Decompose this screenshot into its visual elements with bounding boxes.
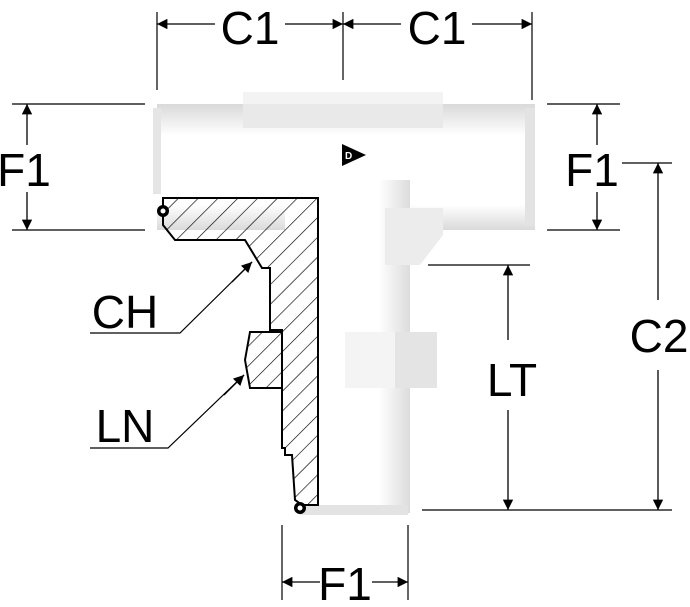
bottom-end-face — [300, 505, 408, 515]
hatched-wall — [162, 197, 319, 506]
dunlop-d-logo: D — [342, 144, 366, 166]
f1-bottom-label: F1 — [318, 558, 372, 607]
right-end-face — [525, 108, 535, 226]
c2-label: C2 — [630, 310, 689, 362]
dimension-lines — [12, 12, 672, 600]
c1-left-label: C1 — [221, 2, 280, 54]
f1-right-label: F1 — [565, 144, 619, 196]
section-cut — [157, 197, 319, 514]
f1-left-label: F1 — [0, 144, 51, 196]
svg-text:D: D — [345, 151, 352, 162]
dimension-arrows — [21, 18, 664, 588]
lt-label: LT — [487, 354, 537, 406]
c1-right-label: C1 — [408, 2, 467, 54]
lock-nut-section — [243, 331, 283, 389]
ch-label: CH — [92, 286, 158, 338]
left-end-face — [153, 108, 161, 194]
elbow-shade — [385, 208, 443, 265]
ln-label: LN — [96, 400, 155, 452]
